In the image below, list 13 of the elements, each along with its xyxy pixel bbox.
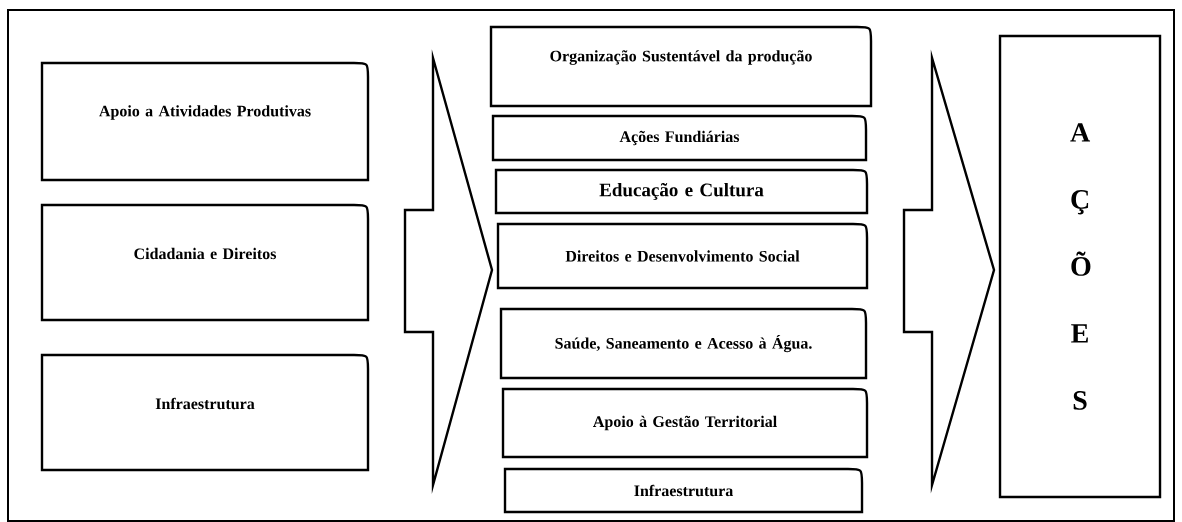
text-box: Saúde, Saneamento e Acesso à Água.	[499, 307, 868, 380]
word-box: A Ç Õ E S	[998, 34, 1162, 499]
block-arrow	[902, 49, 996, 494]
text-box: Apoio à Gestão Territorial	[501, 387, 869, 459]
text-box: Educação e Cultura	[494, 168, 869, 215]
text-box: Apoio a Atividades Produtivas	[40, 61, 370, 182]
block-arrow	[403, 49, 494, 494]
text-box: Ações Fundiárias	[491, 114, 868, 162]
text-box: Cidadania e Direitos	[40, 203, 370, 322]
text-box: Infraestrutura	[503, 467, 864, 514]
text-box: Infraestrutura	[40, 353, 370, 472]
text-box: Organização Sustentável da produção	[489, 25, 873, 108]
text-box: Direitos e Desenvolvimento Social	[496, 222, 869, 290]
